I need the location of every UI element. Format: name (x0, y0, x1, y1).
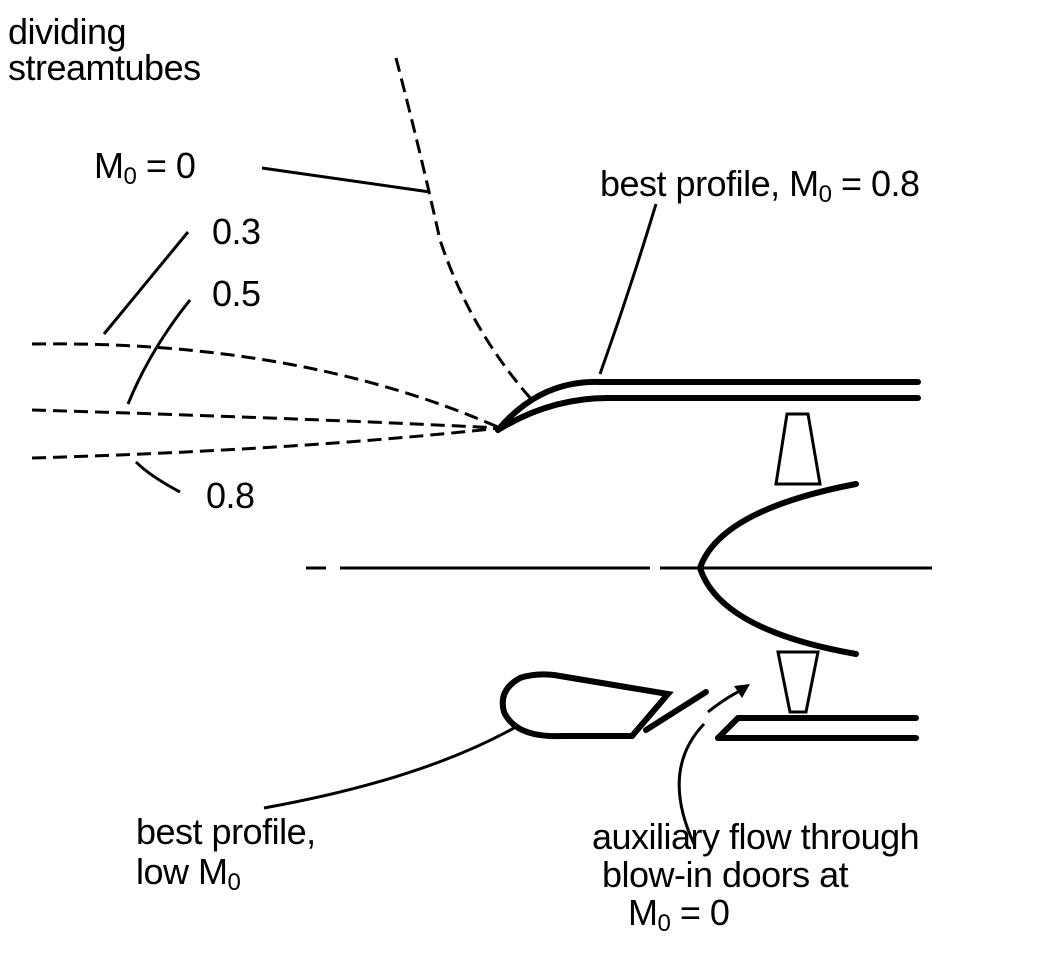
label-mach-05: 0.5 (212, 273, 261, 314)
label-auxiliary-flow: auxiliary flow through blow-in doors at … (592, 816, 920, 938)
aux-m0-subscript: 0 (657, 910, 671, 937)
leader-05 (126, 299, 192, 405)
aux-flow-arrowhead (734, 684, 750, 698)
leader-best-high (598, 203, 658, 375)
lower-strut (776, 650, 820, 714)
label-mach-03: 0.3 (212, 211, 261, 252)
aux-m0-symbol: M (628, 892, 658, 933)
leader-aux (677, 722, 706, 845)
best-low-prefix: low M (136, 851, 228, 892)
best-high-value: = 0.8 (840, 163, 920, 204)
leader-03 (102, 231, 190, 335)
streamtube-m0 (394, 57, 534, 401)
m0-symbol: M (94, 145, 124, 186)
blow-in-door (643, 689, 709, 733)
label-m0-zero: M0 = 0 (94, 145, 196, 191)
streamtube-m08 (31, 426, 501, 460)
aux-line3: M0 = 0 (628, 892, 919, 938)
best-low-line1: best profile, (136, 811, 316, 852)
label-mach-08: 0.8 (206, 475, 255, 516)
lower-cowl-lip (715, 715, 741, 741)
aux-m0-value: = 0 (679, 892, 730, 933)
best-high-prefix: best profile, M (600, 163, 819, 204)
best-high-subscript: 0 (818, 181, 832, 208)
leader-08 (134, 460, 181, 494)
label-best-profile-high: best profile, M0 = 0.8 (600, 164, 920, 209)
label-streamtubes: streamtubes (8, 47, 201, 88)
leader-best-low (263, 726, 515, 810)
streamtube-m05 (31, 408, 501, 430)
lower-lip-profile (499, 671, 674, 740)
label-dividing: dividing (8, 11, 127, 52)
m0-value: = 0 (145, 145, 196, 186)
label-dividing-streamtubes: dividing streamtubes (8, 14, 201, 86)
upper-strut (774, 412, 822, 486)
streamtube-m03 (31, 342, 501, 430)
aux-line1: auxiliary flow through (592, 816, 920, 857)
best-low-line2: low M0 (136, 852, 316, 897)
upper-cowl-outer (495, 378, 921, 433)
label-best-profile-low: best profile, low M0 (136, 812, 316, 897)
aux-line2: blow-in doors at (602, 854, 849, 895)
m0-subscript: 0 (123, 163, 137, 190)
best-low-subscript: 0 (227, 869, 241, 896)
leader-m0 (261, 166, 431, 194)
upper-cowl-inner (495, 395, 921, 433)
